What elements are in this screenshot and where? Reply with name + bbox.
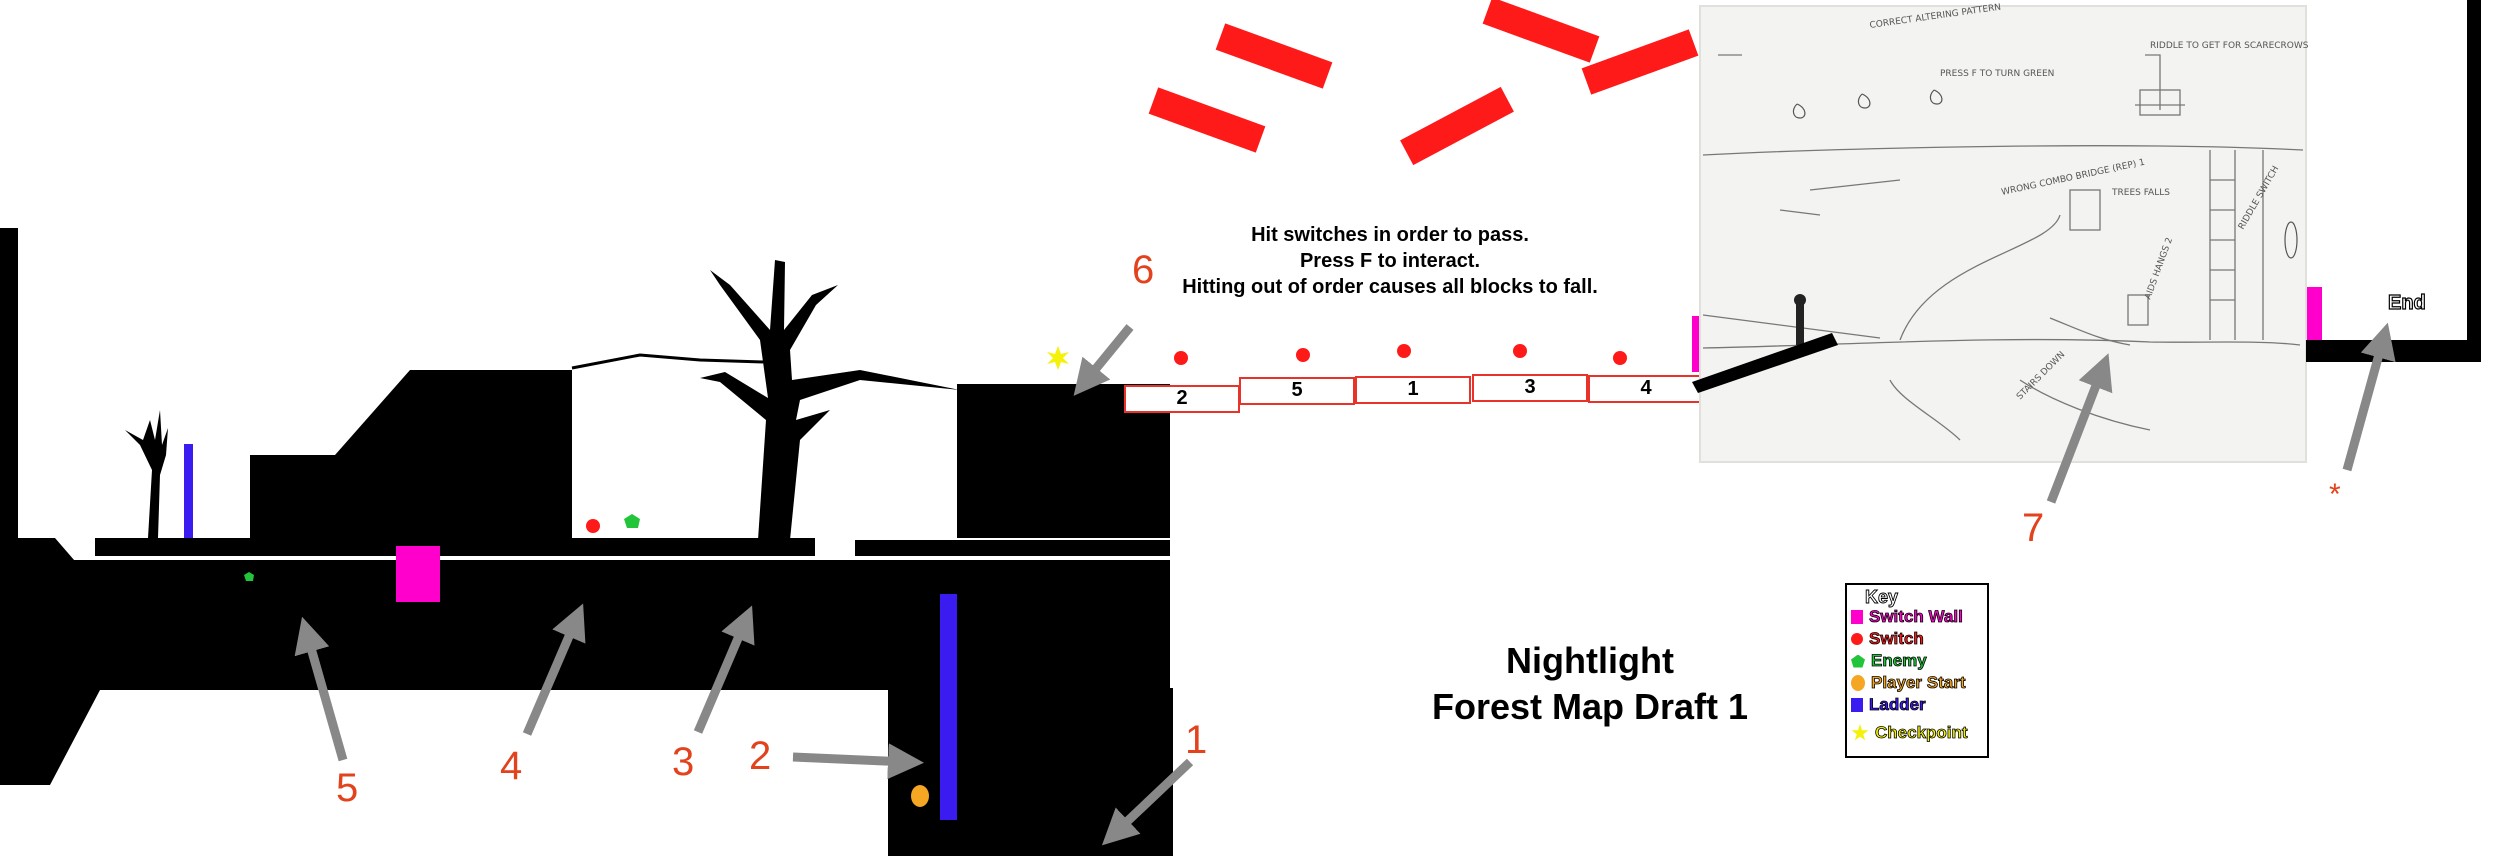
switch-block-number: 5: [1277, 379, 1317, 402]
switch-block-number: 4: [1626, 377, 1666, 400]
instruction-line-3: Hitting out of order causes all blocks t…: [1130, 274, 1650, 300]
map-title: Nightlight Forest Map Draft 1: [1390, 638, 1790, 730]
map-title-line-1: Nightlight: [1390, 638, 1790, 684]
callout-3: 3: [672, 742, 694, 782]
switch-block-number: 3: [1510, 376, 1550, 399]
legend-label: Ladder: [1869, 695, 1926, 715]
sketch-note-riddle: RIDDLE TO GET FOR SCARECROWS: [2150, 41, 2309, 51]
legend-label: Enemy: [1871, 651, 1927, 671]
legend-title: Key: [1865, 587, 1898, 608]
square-icon: [1851, 698, 1863, 712]
legend-label: Player Start: [1871, 673, 1966, 693]
player-start: [911, 785, 929, 807]
legend-row: Enemy: [1851, 651, 1927, 671]
bridge-switches: [1174, 344, 1627, 365]
switch-roof: [586, 519, 600, 533]
legend-row: Ladder: [1851, 695, 1926, 715]
legend-row: Checkpoint: [1851, 723, 1968, 743]
instruction-line-2: Press F to interact.: [1130, 248, 1650, 274]
enemy-roof: [624, 514, 640, 528]
switch-block-number: 2: [1162, 387, 1202, 410]
instructions: Hit switches in order to pass. Press F t…: [1130, 222, 1650, 300]
legend-label: Switch Wall: [1869, 607, 1963, 627]
sketch-photo: CORRECT ALTERING PATTERN RIDDLE TO GET F…: [1700, 3, 2309, 462]
callout-4: 4: [500, 746, 522, 786]
checkpoint-star: [1047, 346, 1069, 370]
legend-label: Checkpoint: [1875, 723, 1968, 743]
legend-row: Switch: [1851, 629, 1924, 649]
sketch-note-press: PRESS F TO TURN GREEN: [1940, 69, 2054, 79]
end-label: End: [2388, 292, 2426, 315]
star-icon: [1851, 724, 1869, 742]
switch-block-number: 1: [1393, 378, 1433, 401]
callout-5: 5: [336, 768, 358, 808]
map-title-line-2: Forest Map Draft 1: [1390, 684, 1790, 730]
sketch-note-trees: TREES FALLS: [2111, 188, 2170, 198]
callout-asterisk: *: [2329, 480, 2341, 510]
instruction-line-1: Hit switches in order to pass.: [1130, 222, 1650, 248]
square-icon: [1851, 610, 1863, 624]
legend-label: Switch: [1869, 629, 1924, 649]
callout-2: 2: [749, 736, 771, 776]
circle-icon: [1851, 633, 1863, 645]
ladder-upper: [184, 444, 193, 538]
level-terrain: [0, 228, 1173, 856]
oval-icon: [1851, 675, 1865, 691]
falling-blocks: [1149, 0, 1699, 165]
pentagon-icon: [1851, 655, 1865, 668]
callout-7: 7: [2022, 508, 2044, 548]
legend-row: Switch Wall: [1851, 607, 1963, 627]
switch-wall-map: [396, 546, 440, 602]
legend-row: Player Start: [1851, 673, 1966, 693]
ladder-shaft: [940, 594, 957, 820]
callout-1: 1: [1185, 720, 1207, 760]
